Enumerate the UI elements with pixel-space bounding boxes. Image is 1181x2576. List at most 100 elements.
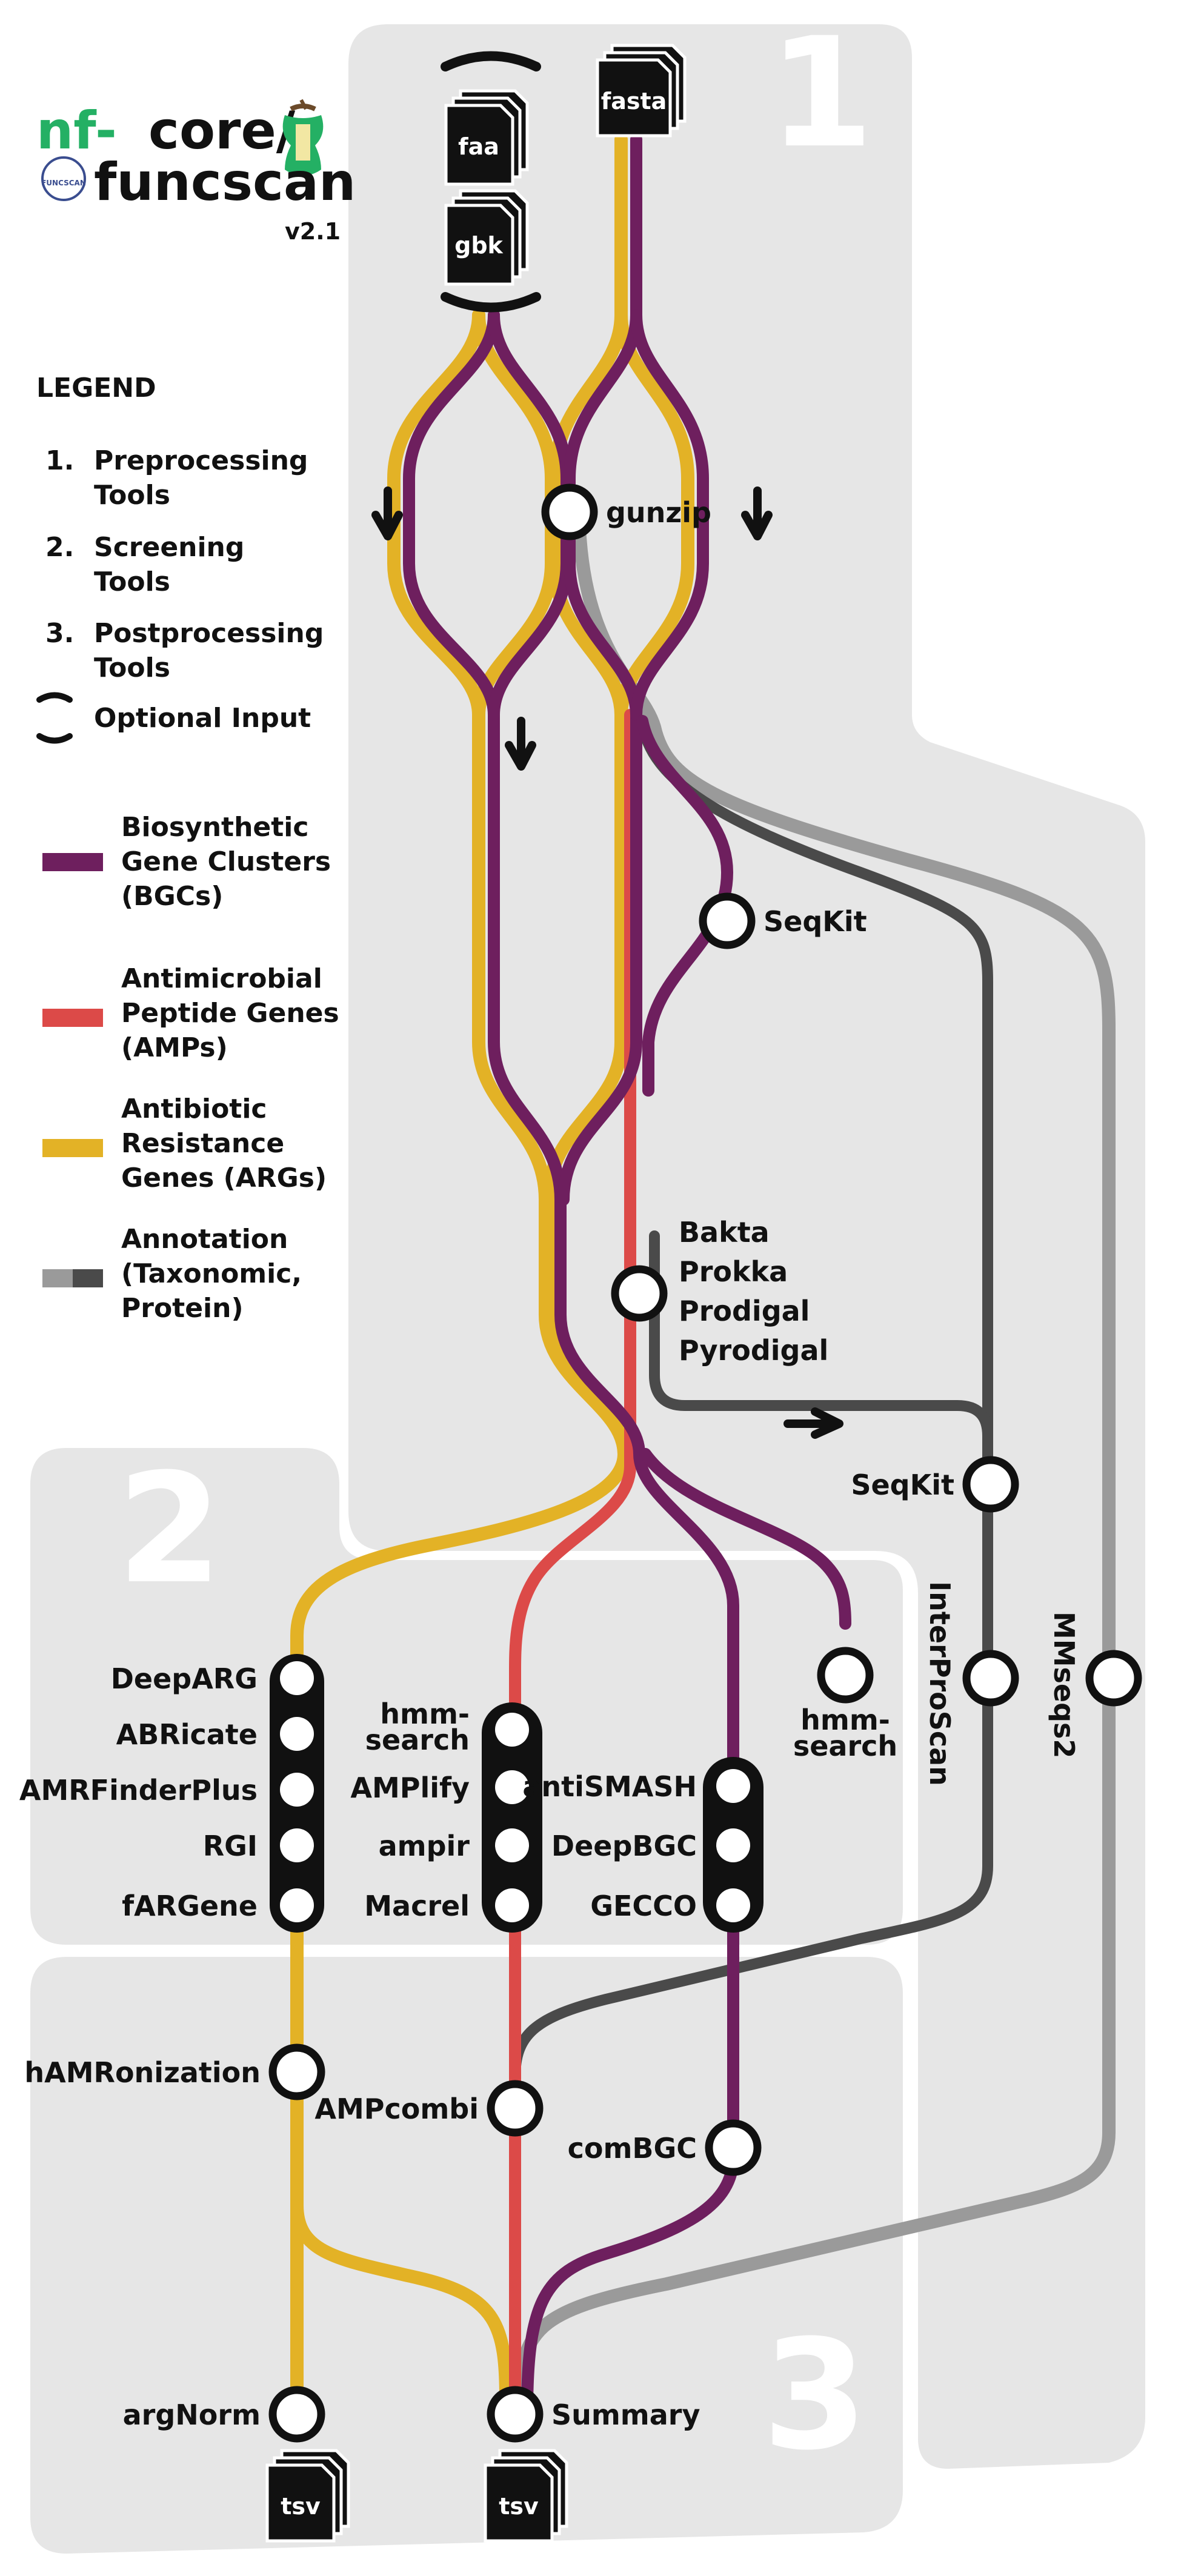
label-amp-hmmsearch-1: hmm- — [380, 1698, 470, 1730]
legend-step-1-num: 1. — [45, 445, 74, 476]
legend-step-3-num: 3. — [45, 618, 74, 649]
legend-amp-line3: (AMPs) — [121, 1032, 228, 1063]
label-summary: Summary — [551, 2398, 700, 2431]
label-abricate: ABRicate — [116, 1718, 258, 1751]
label-deepbgc: DeepBGC — [551, 1830, 697, 1862]
legend: LEGEND 1. Preprocessing Tools 2. Screeni… — [36, 373, 339, 1324]
label-macrel: Macrel — [364, 1890, 470, 1922]
file-icon-fasta: fasta — [596, 44, 687, 138]
direction-arrow-left — [371, 486, 403, 540]
label-mmseqs2: MMseqs2 — [1048, 1612, 1080, 1758]
legend-annotation-line3: Protein) — [121, 1293, 244, 1324]
legend-heading: LEGEND — [36, 373, 156, 403]
label-gunzip: gunzip — [606, 496, 711, 529]
annotation-dark-line — [510, 715, 993, 2114]
amp-line — [509, 709, 636, 2417]
label-deeparg: DeepARG — [111, 1662, 258, 1695]
legend-arg-line1: Antibiotic — [121, 1094, 267, 1124]
legend-arg-line3: Genes (ARGs) — [121, 1163, 327, 1193]
label-amrfinderplus: AMRFinderPlus — [19, 1774, 258, 1807]
pill-arg-tools: DeepARG ABRicate AMRFinderPlus RGI fARGe… — [19, 1654, 324, 1933]
label-combgc: comBGC — [568, 2132, 697, 2165]
pill-bgc-tools: antiSMASH DeepBGC GECCO — [522, 1757, 763, 1933]
label-fargene: fARGene — [122, 1890, 258, 1922]
legend-bgc-line3: (BGCs) — [121, 881, 223, 912]
legend-annotation-line2: (Taxonomic, — [121, 1258, 302, 1289]
label-bgc-hmmsearch-1: hmm- — [800, 1704, 890, 1736]
legend-step-3-line2: Tools — [94, 652, 170, 683]
file-icon-faa: faa — [444, 89, 529, 186]
file-icon-tsv-left: tsv — [265, 2449, 350, 2543]
section-number-3: 3 — [762, 2307, 868, 2483]
label-bgc-hmmsearch-2: search — [793, 1730, 897, 1762]
label-interproscan: InterProScan — [923, 1581, 956, 1786]
panel-postprocessing — [30, 1957, 903, 2554]
legend-swatch-bgc — [42, 853, 103, 871]
node-summary: Summary — [487, 2386, 700, 2443]
optional-input-bracket — [441, 51, 541, 313]
legend-annotation-line1: Annotation — [121, 1224, 288, 1255]
legend-bgc-line1: Biosynthetic — [121, 812, 308, 843]
panel-screening — [30, 1448, 903, 1945]
label-argnorm: argNorm — [123, 2398, 261, 2431]
logo: nf- core/ FUNCSCAN funcscan v2.1 — [36, 99, 356, 245]
label-pyrodigal: Pyrodigal — [679, 1334, 828, 1367]
label-prokka: Prokka — [679, 1255, 788, 1288]
logo-funcscan: funcscan — [94, 152, 356, 213]
file-label-tsv-left: tsv — [281, 2493, 321, 2520]
badge-text: FUNCSCAN — [41, 179, 86, 187]
label-prodigal: Prodigal — [679, 1295, 810, 1327]
file-label-gbk: gbk — [454, 232, 503, 259]
node-argnorm: argNorm — [123, 2386, 325, 2443]
node-hamronization: hAMRonization — [24, 2043, 325, 2100]
node-seqkit: SeqKit — [699, 892, 867, 949]
bgc-line — [403, 133, 851, 2417]
file-label-fasta: fasta — [601, 88, 667, 115]
apple-core-icon — [282, 99, 324, 176]
label-seqkit2: SeqKit — [851, 1469, 954, 1501]
legend-step-3-line1: Postprocessing — [94, 618, 324, 649]
legend-arg-line2: Resistance — [121, 1128, 284, 1159]
funcscan-badge: FUNCSCAN — [41, 156, 86, 201]
label-amp-hmmsearch-2: search — [365, 1724, 470, 1756]
annotation-light-line — [514, 496, 1116, 2424]
panel-preprocessing — [348, 24, 1145, 2469]
file-label-tsv-right: tsv — [499, 2493, 539, 2520]
legend-step-2-line2: Tools — [94, 566, 170, 597]
direction-arrow-center — [505, 717, 536, 771]
legend-swatch-arg — [42, 1139, 103, 1157]
direction-arrow-annotation — [783, 1407, 843, 1439]
legend-optional-input: Optional Input — [94, 703, 311, 734]
label-hamronization: hAMRonization — [24, 2056, 261, 2089]
legend-swatch-annotation-light — [42, 1269, 73, 1287]
legend-swatch-annotation-dark — [73, 1269, 103, 1287]
node-ampcombi: AMPcombi — [314, 2080, 544, 2137]
label-seqkit: SeqKit — [763, 905, 867, 938]
file-icon-tsv-right: tsv — [484, 2449, 568, 2543]
legend-optional-bracket-icon — [36, 692, 73, 744]
legend-amp-line2: Peptide Genes — [121, 998, 339, 1029]
label-ampir: ampir — [379, 1830, 470, 1862]
version-label: v2.1 — [285, 218, 341, 245]
legend-step-2-num: 2. — [45, 532, 74, 563]
label-antismash: antiSMASH — [522, 1770, 697, 1803]
file-label-faa: faa — [458, 133, 499, 160]
legend-amp-line1: Antimicrobial — [121, 963, 322, 994]
legend-step-1-line1: Preprocessing — [94, 445, 308, 476]
legend-step-2-line1: Screening — [94, 532, 244, 563]
label-bakta: Bakta — [679, 1216, 770, 1249]
legend-step-1-line2: Tools — [94, 480, 170, 511]
node-mmseqs2: MMseqs2 — [1048, 1612, 1142, 1758]
file-icon-gbk: gbk — [444, 189, 529, 286]
node-annotation: Bakta Prokka Prodigal Pyrodigal — [611, 1216, 828, 1367]
arg-line — [290, 133, 694, 2424]
node-interproscan: InterProScan — [923, 1581, 1019, 1786]
node-bgc-hmmsearch: hmm- search — [793, 1647, 897, 1762]
node-combgc: comBGC — [568, 2119, 762, 2176]
logo-nf: nf- — [36, 101, 117, 161]
label-amplify: AMPlify — [350, 1771, 470, 1804]
section-number-1: 1 — [768, 5, 874, 181]
legend-bgc-line2: Gene Clusters — [121, 846, 331, 877]
label-rgi: RGI — [203, 1830, 258, 1862]
